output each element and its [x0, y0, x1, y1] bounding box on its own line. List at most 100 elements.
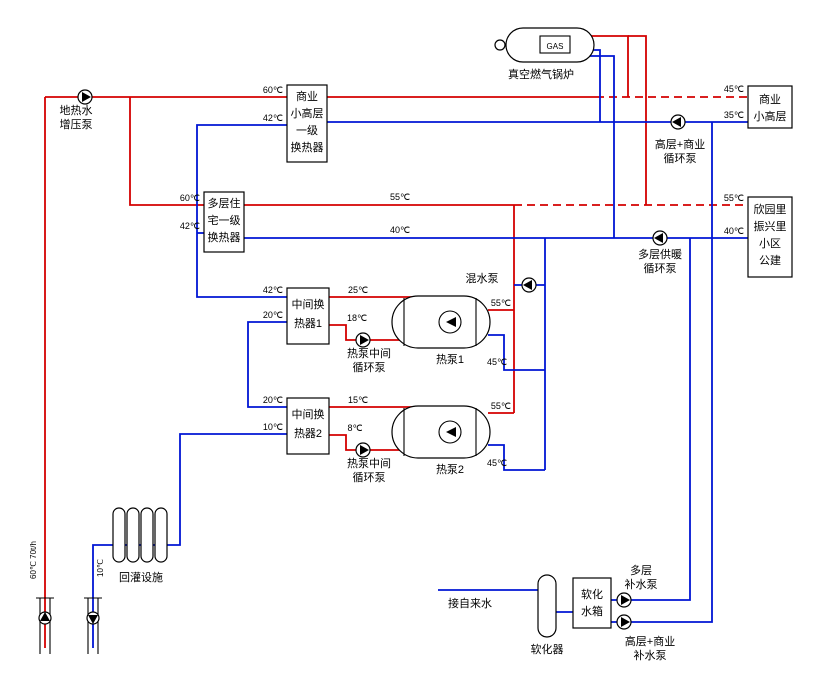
production-well [36, 597, 54, 654]
hp-loop-pump2-label-line1: 热泵中间 [347, 457, 391, 470]
soft-tank-line1: 软化 [581, 587, 603, 601]
intermediate-hx2-box: 中间换 热器2 [286, 397, 330, 455]
pipe-boiler-return-commercial [585, 49, 601, 122]
hp-loop-pump1-label-line1: 热泵中间 [347, 347, 391, 360]
hp-loop-pump1-icon [355, 332, 371, 348]
temp-commercial-return: 35℃ [724, 110, 744, 120]
residential-load-line2: 振兴里 [754, 219, 787, 233]
temp-hp2-return: 45℃ [487, 458, 507, 468]
hp-loop-pump1-label-line2: 循环泵 [353, 361, 386, 374]
hx-residential-line3: 换热器 [208, 230, 241, 244]
hc-makeup-pump-label-line1: 高层+商业 [625, 634, 675, 648]
reinjection-well [84, 597, 102, 654]
reinjection-cylinder [112, 507, 126, 563]
pipe-ihx2-hp2-return [329, 434, 400, 451]
temp-hx1-in: 60℃ [263, 85, 283, 95]
reinjection-facility: 回灌设施 [112, 507, 168, 584]
heat-pump-1-label: 热泵1 [436, 353, 464, 366]
pipe-ihx1-to-ihx2 [247, 321, 287, 408]
hp-loop-pump2-icon [355, 442, 371, 458]
heat-pump-2-label: 热泵2 [436, 463, 464, 476]
pipe-reinjection-line [92, 433, 287, 648]
hx-commercial-line4: 换热器 [291, 140, 324, 154]
temp-ihx2-out: 10℃ [263, 422, 283, 432]
pipe-makeup-multi [610, 238, 691, 601]
reinjection-label: 回灌设施 [119, 571, 163, 584]
geo-pump-label-line1: 地热水 [60, 104, 93, 117]
ihx2-line1: 中间换 [292, 407, 325, 421]
temp-multi-return: 40℃ [390, 225, 410, 235]
reinjection-cylinder [126, 507, 140, 563]
hp-loop-pump2-label-line2: 循环泵 [353, 471, 386, 484]
residential-load-box: 欣园里 振兴里 小区 公建 [747, 196, 793, 278]
temp-hp1-return: 45℃ [487, 357, 507, 367]
temp-hp2-supply: 55℃ [491, 401, 511, 411]
temp-ihx1-secondary-supply: 25℃ [348, 285, 368, 295]
multi-makeup-pump-icon [616, 592, 632, 608]
temp-multi-return-right: 40℃ [724, 226, 744, 236]
hx-commercial-box: 商业 小高层 一级 换热器 [286, 84, 328, 163]
temp-hx2-in: 60℃ [180, 193, 200, 203]
pipe-hp1-return [488, 334, 545, 371]
residential-load-line1: 欣园里 [754, 202, 787, 216]
heat-pump-2: 热泵2 [391, 405, 491, 476]
equipment-labels: 地热水 增压泵 高层+商业 循环泵 多层供暖 循环泵 混水泵 热泵中间 循环泵 … [29, 104, 705, 662]
multi-circ-pump-label-line2: 循环泵 [644, 262, 677, 275]
boiler-vessel [505, 27, 595, 63]
heat-pump-2-compressor-icon [438, 420, 462, 444]
multi-circulation-pump-icon [652, 230, 668, 246]
temp-ihx1-secondary-return: 18℃ [347, 313, 367, 323]
softener-vessel [537, 574, 557, 638]
temp-ihx2-secondary-return: 8℃ [347, 423, 362, 433]
soft-tank-line2: 水箱 [581, 604, 603, 618]
ihx1-line2: 热器1 [294, 317, 322, 330]
multi-makeup-pump-label-line2: 补水泵 [625, 578, 658, 591]
hc-circ-pump-label-line2: 循环泵 [664, 152, 697, 165]
multi-circ-pump-label-line1: 多层供暖 [638, 247, 682, 261]
vacuum-gas-boiler: GAS 真空燃气锅炉 [494, 27, 595, 81]
heat-pump-1: 热泵1 [391, 295, 491, 366]
hx-residential-box: 多层住 宅一级 换热器 [203, 191, 245, 253]
hc-circulation-pump-icon [670, 114, 686, 130]
pipe-geo-branch-to-hx2 [129, 97, 204, 206]
pipe-hx1-geo-return [196, 124, 287, 298]
heat-pump-1-vessel [391, 295, 491, 349]
hc-makeup-pump-icon [616, 614, 632, 630]
reinjection-cylinder [140, 507, 154, 563]
temperature-labels: 60℃ 42℃ 45℃ 35℃ 60℃ 42℃ 55℃ 40℃ 55℃ 40℃ … [180, 84, 744, 468]
residential-load-line3: 小区 [759, 237, 781, 250]
commercial-load-line1: 商业 [759, 92, 781, 106]
hx-commercial-line3: 一级 [296, 124, 318, 137]
softener-label: 软化器 [531, 642, 564, 656]
temp-ihx1-in: 42℃ [263, 285, 283, 295]
production-well-flow-label: 60℃ 70t/h [29, 541, 38, 579]
geothermal-booster-pump-icon [77, 89, 93, 105]
commercial-load-box: 商业 小高层 [747, 85, 793, 129]
multi-makeup-pump-label-line1: 多层 [630, 563, 652, 577]
reinjection-well-casing [84, 597, 102, 654]
boiler-gas-tag: GAS [547, 42, 564, 51]
ihx2-line2: 热器2 [294, 427, 322, 440]
supply-pipes [44, 35, 748, 648]
pipe-makeup-commercial [610, 122, 713, 623]
ihx1-line1: 中间换 [292, 297, 325, 311]
temp-ihx2-in: 20℃ [263, 395, 283, 405]
residential-load-line4: 公建 [759, 253, 781, 267]
soft-water-tank-box: 软化 水箱 [572, 577, 612, 629]
temp-multi-supply-right: 55℃ [724, 193, 744, 203]
commercial-load-line2: 小高层 [754, 109, 787, 123]
pipe-hp2-return [488, 444, 545, 471]
reinjection-well-temp-label: 10℃ [96, 559, 105, 577]
production-well-casing [36, 597, 54, 654]
temp-ihx1-out: 20℃ [263, 310, 283, 320]
temp-hx2-out: 42℃ [180, 221, 200, 231]
hx-residential-line2: 宅一级 [208, 213, 241, 227]
hx-residential-line1: 多层住 [208, 196, 241, 210]
boiler-label: 真空燃气锅炉 [508, 67, 574, 81]
pipe-boiler-return-multi [585, 55, 615, 238]
reinjection-cylinder [154, 507, 168, 563]
pipe-boiler-supply-multi [628, 35, 647, 205]
mixing-pump-label: 混水泵 [466, 272, 499, 285]
mixing-pump-icon [521, 277, 537, 293]
